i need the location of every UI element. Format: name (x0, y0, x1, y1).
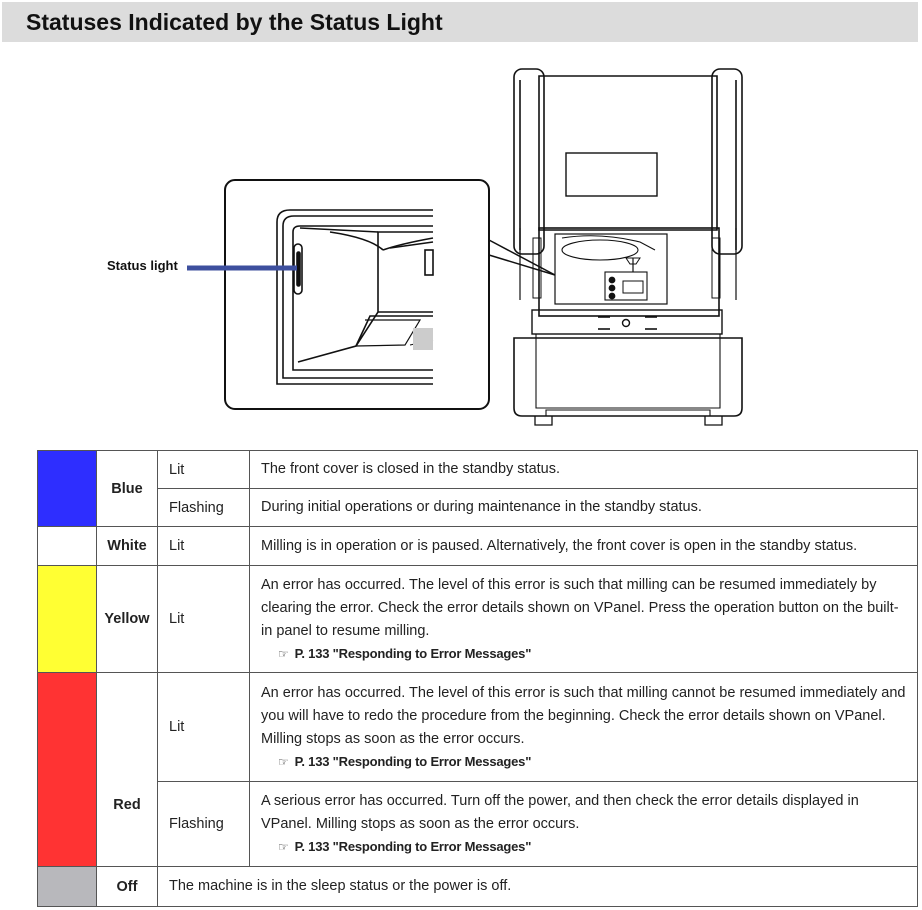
description: The machine is in the sleep status or th… (157, 866, 918, 907)
description-cell: An error has occurred. The level of this… (249, 672, 918, 782)
description: An error has occurred. The level of this… (261, 576, 899, 639)
red-swatch (37, 672, 97, 867)
color-name-white: White (96, 526, 158, 566)
state-lit: Lit (157, 672, 250, 782)
color-name-yellow: Yellow (96, 565, 158, 673)
zoom-callout (187, 179, 556, 410)
blue-swatch (37, 450, 97, 527)
state-flashing: Flashing (157, 781, 250, 867)
state-lit: Lit (157, 565, 250, 673)
page-reference-text: P. 133 "Responding to Error Messages" (294, 753, 532, 769)
yellow-swatch (37, 565, 97, 673)
status-light-label: Status light (107, 258, 178, 273)
color-name-blue: Blue (96, 450, 158, 527)
state-lit: Lit (157, 450, 250, 489)
pointing-hand-icon: ☞ (278, 840, 289, 854)
table-row-red-lit: Red Lit An error has occurred. The level… (37, 672, 918, 867)
section-title-bar: Statuses Indicated by the Status Light (2, 2, 918, 42)
pointing-hand-icon: ☞ (278, 754, 289, 769)
page-title: Statuses Indicated by the Status Light (26, 8, 443, 35)
color-name-off: Off (96, 866, 158, 907)
white-swatch (37, 526, 97, 566)
description-cell: A serious error has occurred. Turn off t… (249, 781, 918, 867)
description: Milling is in operation or is paused. Al… (249, 526, 918, 566)
description: The front cover is closed in the standby… (249, 450, 918, 489)
state-flashing: Flashing (157, 488, 250, 527)
description: An error has occurred. The level of this… (261, 684, 906, 747)
table-row-yellow-lit: Yellow Lit An error has occurred. The le… (37, 565, 918, 673)
table-row-blue-flashing: Flashing During initial operations or du… (38, 488, 918, 527)
page-reference[interactable]: ☞ P. 133 "Responding to Error Messages" (261, 643, 907, 665)
page-reference-text: P. 133 "Responding to Error Messages" (294, 839, 532, 854)
table-row-off: Off The machine is in the sleep status o… (37, 866, 918, 907)
page-reference-text: P. 133 "Responding to Error Messages" (294, 645, 532, 661)
state-lit: Lit (157, 526, 250, 566)
status-table: Blue Lit The front cover is closed in th… (37, 450, 918, 907)
description: During initial operations or during main… (249, 488, 918, 527)
description: A serious error has occurred. Turn off t… (261, 793, 859, 832)
table-row-red-flashing: Flashing A serious error has occurred. T… (38, 781, 918, 867)
description-cell: An error has occurred. The level of this… (249, 565, 918, 673)
machine-illustration (187, 68, 743, 426)
milling-machine (513, 68, 743, 426)
page-reference[interactable]: ☞ P. 133 "Responding to Error Messages" (261, 836, 907, 858)
color-name-red: Red (96, 672, 158, 867)
page-reference[interactable]: ☞ P. 133 "Responding to Error Messages" (261, 751, 907, 773)
off-swatch (37, 866, 97, 907)
table-row-blue-lit: Blue Lit The front cover is closed in th… (37, 450, 918, 527)
table-row-white-lit: White Lit Milling is in operation or is … (37, 526, 918, 566)
pointing-hand-icon: ☞ (278, 646, 289, 661)
